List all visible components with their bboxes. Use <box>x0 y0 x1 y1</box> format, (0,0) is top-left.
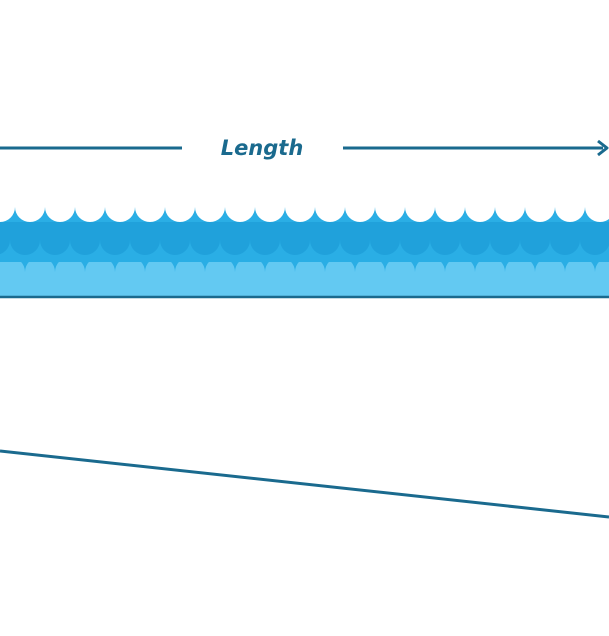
water-mid-waves <box>0 222 609 272</box>
mid-scallop-row <box>0 222 609 255</box>
foam-scallop-row <box>0 162 609 222</box>
length-label: Length <box>221 136 304 160</box>
length-dimension: Length <box>0 136 609 160</box>
water-surface-foam <box>0 162 609 222</box>
sloped-floor-line <box>0 449 609 519</box>
lower-scallop-row <box>0 257 609 272</box>
arrow-head-right-icon <box>597 139 609 157</box>
water-body-shallow <box>0 262 609 296</box>
pool-water-section <box>0 162 609 299</box>
